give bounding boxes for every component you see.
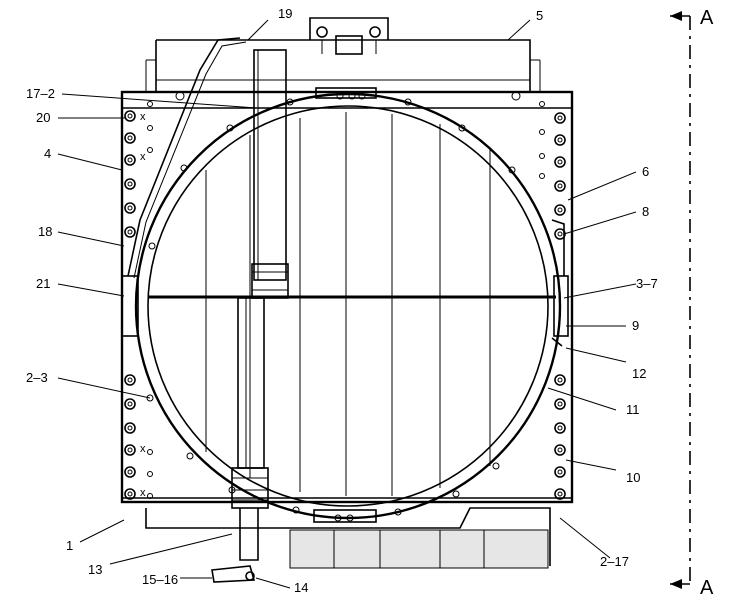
x-mark: x xyxy=(140,487,146,499)
callout-17-2: 17–2 xyxy=(26,86,55,101)
section-line-a-a: A A xyxy=(670,7,714,599)
x-mark: x xyxy=(140,111,146,123)
x-mark: x xyxy=(140,151,146,163)
callout-2-17: 2–17 xyxy=(600,554,629,569)
section-label-bottom: A xyxy=(700,577,714,599)
left-bolt-column xyxy=(124,110,136,500)
callout-14: 14 xyxy=(294,580,308,595)
fan-ring xyxy=(134,92,562,520)
vertical-pipe xyxy=(231,49,289,561)
radiator-core-fins xyxy=(205,112,491,496)
ring-bolt-holes xyxy=(146,92,516,522)
callout-15-16: 15–16 xyxy=(142,572,178,587)
x-mark: x xyxy=(140,443,146,455)
lifting-bracket xyxy=(309,17,389,55)
top-tank xyxy=(145,39,541,92)
small-holes xyxy=(147,91,545,499)
section-label-top: A xyxy=(700,7,714,29)
right-bolt-column xyxy=(554,112,566,500)
ring-clamps xyxy=(121,87,569,523)
callout-9: 9 xyxy=(632,318,639,333)
callout-4: 4 xyxy=(44,146,51,161)
x-marks: x x x x xyxy=(140,111,146,499)
callout-1: 1 xyxy=(66,538,73,553)
callout-11: 11 xyxy=(626,402,640,417)
bottom-tank xyxy=(145,507,551,569)
callout-labels: 19 5 17–2 20 4 6 8 18 21 3–7 9 12 2–3 11… xyxy=(26,6,658,595)
leader-lines xyxy=(57,19,637,589)
callout-3-7: 3–7 xyxy=(636,276,658,291)
callout-19: 19 xyxy=(278,6,292,21)
callout-21: 21 xyxy=(36,276,50,291)
callout-12: 12 xyxy=(632,366,646,381)
callout-8: 8 xyxy=(642,204,649,219)
callout-13: 13 xyxy=(88,562,102,577)
overflow-hose xyxy=(127,37,247,279)
callout-10: 10 xyxy=(626,470,640,485)
callout-2-3: 2–3 xyxy=(26,370,48,385)
callout-18: 18 xyxy=(38,224,52,239)
callout-5: 5 xyxy=(536,8,543,23)
callout-6: 6 xyxy=(642,164,649,179)
callout-20: 20 xyxy=(36,110,50,125)
drain-valve xyxy=(211,565,256,583)
